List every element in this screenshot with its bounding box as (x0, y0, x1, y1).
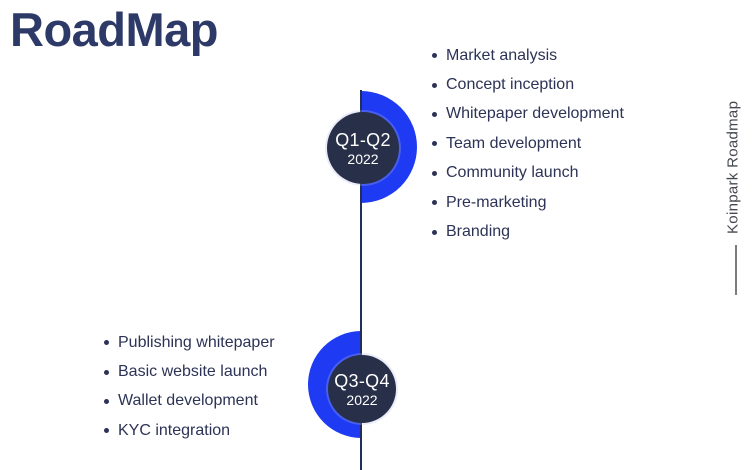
list-item-label: KYC integration (118, 421, 231, 439)
bullet-icon (432, 170, 437, 176)
list-item-label: Team development (446, 134, 582, 152)
milestone-2-item-list: Publishing whitepaper Basic website laun… (104, 328, 275, 446)
list-item-label: Community launch (446, 164, 579, 182)
bullet-icon (432, 141, 437, 147)
list-item: Market analysis (432, 41, 624, 70)
list-item-label: Basic website launch (118, 363, 268, 381)
list-item-label: Market analysis (446, 46, 558, 64)
list-item-label: Concept inception (446, 76, 575, 94)
list-item-label: Branding (446, 223, 511, 241)
list-item: Team development (432, 129, 624, 158)
bullet-icon (432, 82, 437, 88)
page-title: RoadMap (10, 3, 219, 56)
milestone-1-quarter-label: Q1-Q2 (335, 129, 391, 150)
milestone-2-badge: Q3-Q4 2022 (328, 355, 396, 423)
bullet-icon (104, 369, 109, 375)
list-item: Basic website launch (104, 357, 275, 386)
brand-watermark-label: Koinpark Roadmap (724, 100, 742, 234)
list-item-label: Whitepaper development (446, 105, 624, 123)
milestone-2-year: 2022 (346, 391, 378, 408)
bullet-icon (432, 229, 437, 235)
list-item-label: Publishing whitepaper (118, 333, 275, 351)
milestone-1-year: 2022 (347, 150, 379, 167)
bullet-icon (104, 398, 109, 404)
milestone-2-quarter-label: Q3-Q4 (334, 370, 390, 391)
bullet-icon (104, 428, 109, 434)
list-item: Community launch (432, 159, 624, 188)
milestone-1-badge: Q1-Q2 2022 (327, 112, 399, 184)
list-item: Branding (432, 217, 624, 246)
list-item: Publishing whitepaper (104, 328, 275, 357)
list-item: Whitepaper development (432, 100, 624, 129)
timeline-line (360, 90, 362, 470)
list-item: KYC integration (104, 416, 275, 445)
bullet-icon (432, 111, 437, 117)
milestone-1-item-list: Market analysis Concept inception Whitep… (432, 41, 624, 247)
list-item: Wallet development (104, 387, 275, 416)
list-item: Concept inception (432, 70, 624, 99)
bullet-icon (432, 200, 437, 206)
bullet-icon (104, 340, 109, 346)
list-item-label: Pre-marketing (446, 193, 547, 211)
watermark-tick-line (735, 245, 737, 295)
list-item: Pre-marketing (432, 188, 624, 217)
bullet-icon (432, 53, 437, 59)
list-item-label: Wallet development (118, 392, 258, 410)
